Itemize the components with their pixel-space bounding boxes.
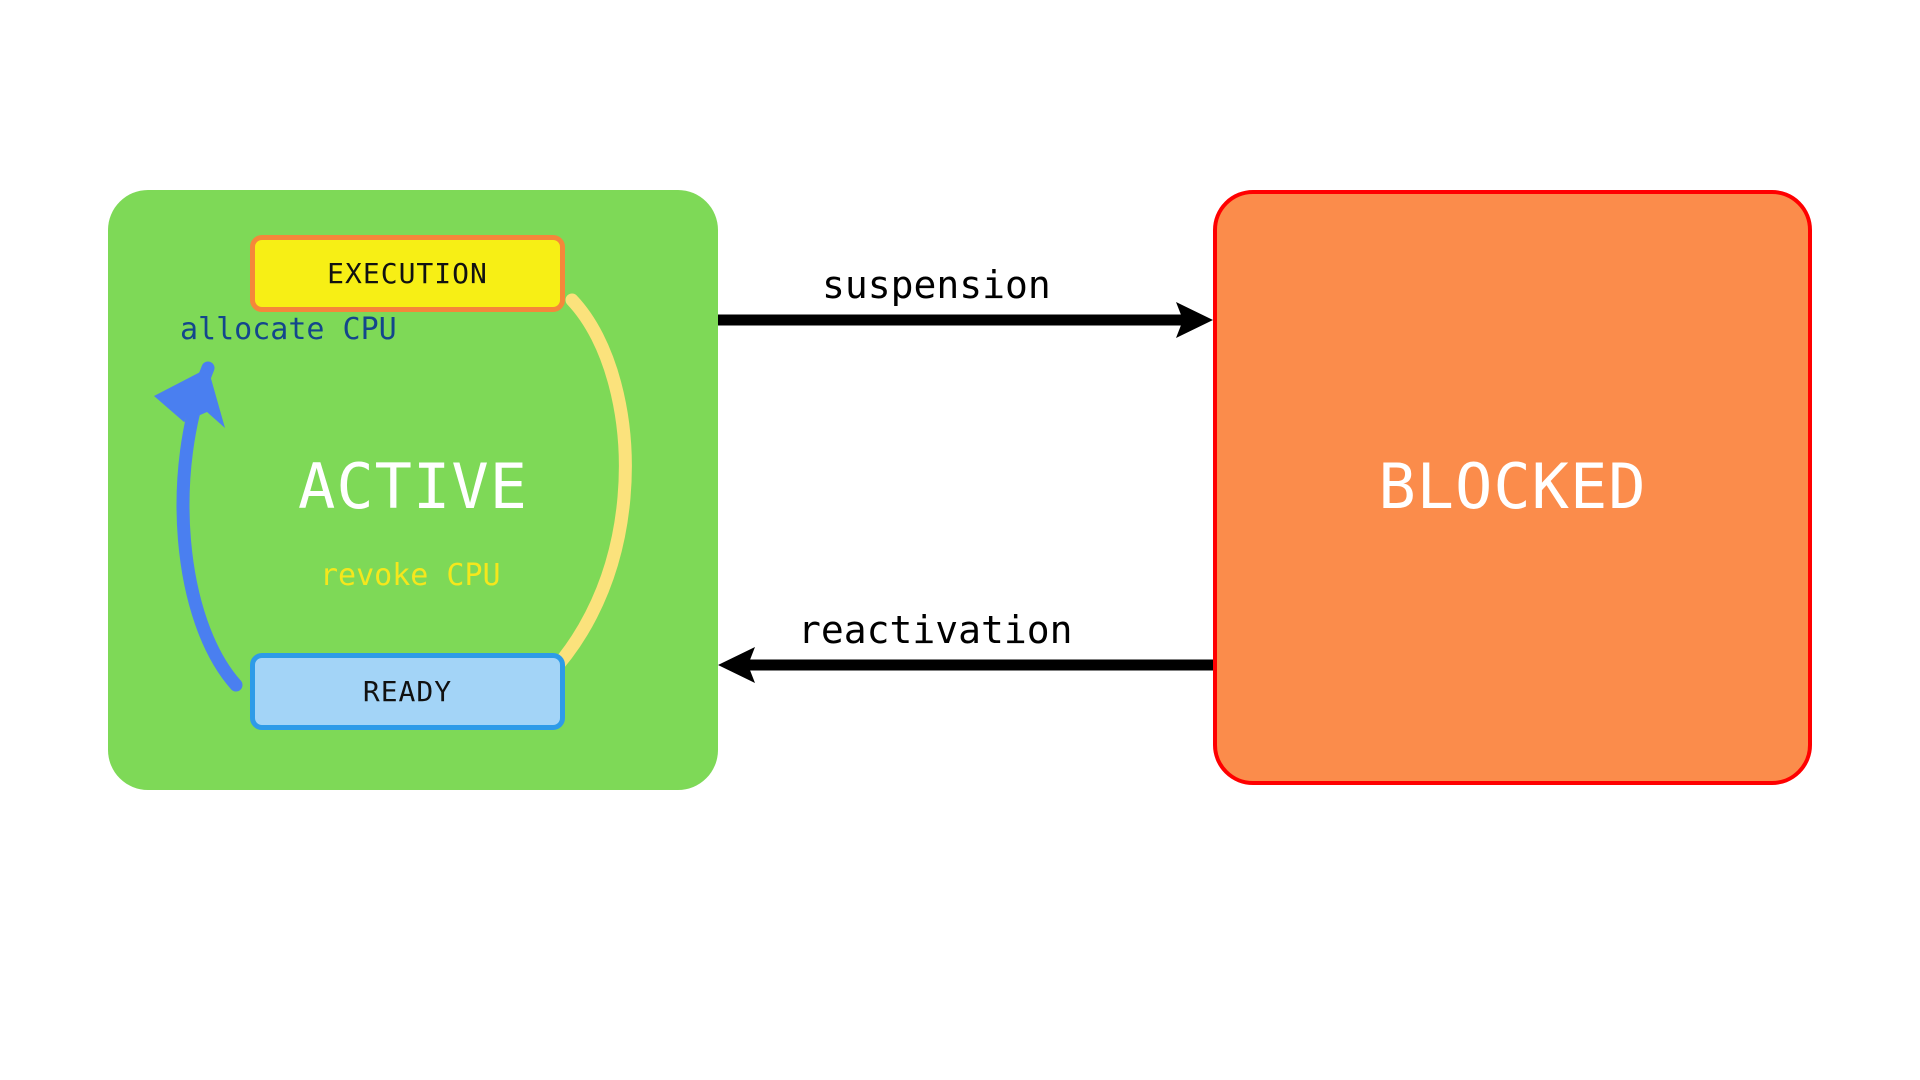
transition-label-allocate-cpu: allocate CPU <box>180 312 397 347</box>
suspension-arrow <box>718 302 1213 338</box>
substate-ready-label: READY <box>362 675 453 708</box>
reactivation-arrow <box>718 647 1213 683</box>
allocate-cpu-arrow <box>154 361 243 692</box>
substate-execution[interactable]: EXECUTION <box>250 235 565 312</box>
transition-label-suspension: suspension <box>822 263 1051 307</box>
transition-label-revoke-cpu: revoke CPU <box>320 558 501 593</box>
state-panel-active[interactable]: EXECUTION allocate CPU ACTIVE revoke CPU… <box>108 190 718 790</box>
substate-ready[interactable]: READY <box>250 653 565 730</box>
substate-execution-label: EXECUTION <box>327 257 488 290</box>
state-label-blocked: BLOCKED <box>1378 450 1647 523</box>
state-panel-blocked[interactable]: BLOCKED <box>1213 190 1812 785</box>
transition-label-reactivation: reactivation <box>798 608 1073 652</box>
state-label-active: ACTIVE <box>298 450 528 523</box>
